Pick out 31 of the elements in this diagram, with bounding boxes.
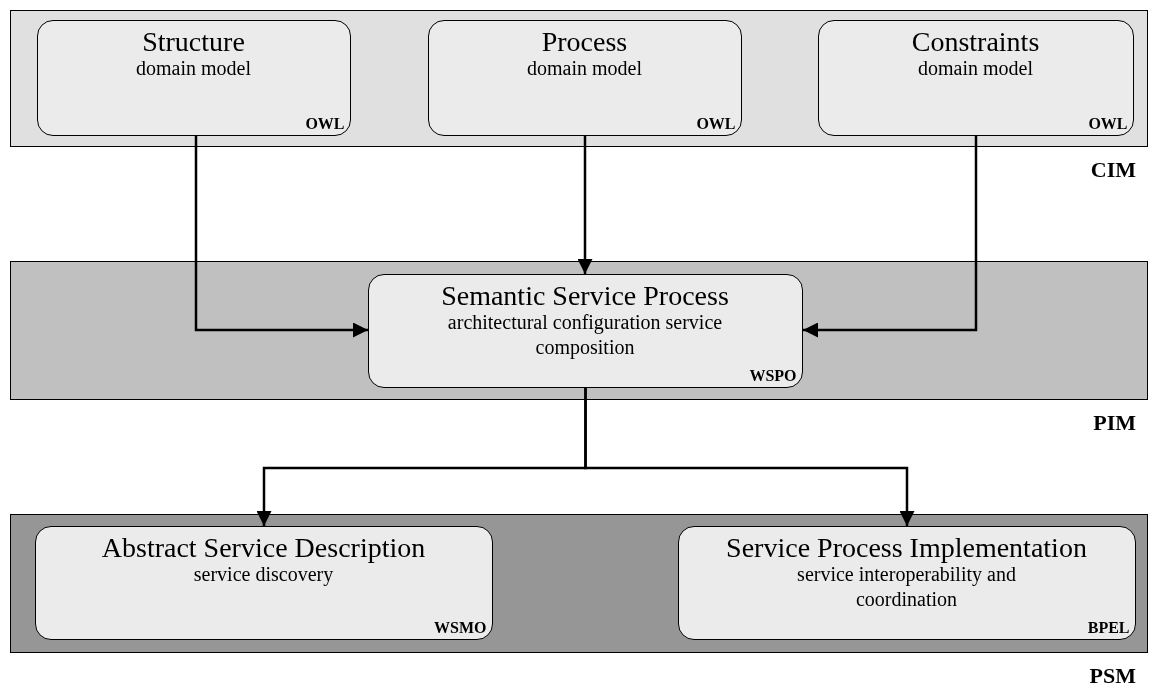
box-subtitle: domain model (526, 55, 643, 81)
format-tag: OWL (305, 114, 345, 133)
arrow (194, 136, 368, 338)
format-tag: BPEL (1087, 618, 1130, 637)
arrow (584, 388, 915, 526)
process-box (367, 273, 803, 388)
format-tag: WSMO (434, 618, 487, 637)
format-tag: WSPO (749, 366, 797, 385)
process-box (427, 19, 742, 136)
layer-label: PSM (1089, 665, 1136, 687)
process-box (817, 19, 1134, 136)
box-title: Service Process Implementation (725, 532, 1088, 562)
box-subtitle: architectural configuration service composition (446, 309, 724, 360)
layer-label: PIM (1093, 412, 1136, 434)
layer-label: CIM (1090, 159, 1136, 181)
box-title: Semantic Service Process (440, 280, 730, 310)
format-tag: OWL (696, 114, 736, 133)
format-tag: OWL (1088, 114, 1128, 133)
box-title: Process (540, 26, 629, 56)
box-subtitle: service discovery (192, 562, 334, 587)
process-box (34, 525, 493, 640)
box-title: Constraints (910, 26, 1041, 56)
box-title: Structure (141, 26, 246, 56)
box-subtitle: service interoperability and coordination (796, 562, 1016, 612)
box-subtitle: domain model (135, 55, 252, 81)
arrow (577, 136, 593, 274)
process-box (36, 19, 351, 136)
box-subtitle: domain model (917, 55, 1034, 81)
process-box (677, 525, 1136, 640)
arrow (803, 136, 978, 338)
box-title: Abstract Service Description (100, 532, 427, 562)
